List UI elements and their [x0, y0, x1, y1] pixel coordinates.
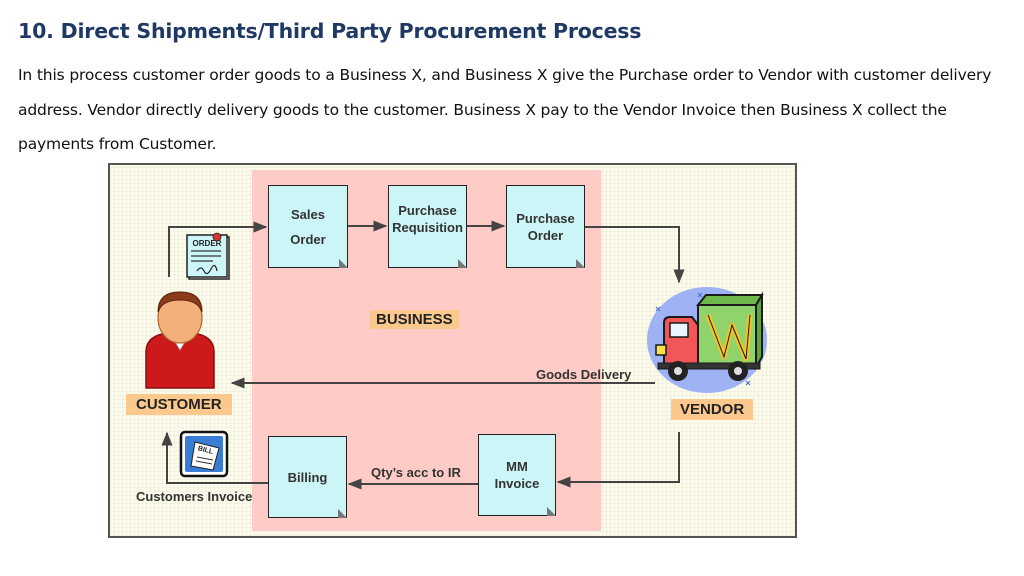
process-diagram: Sales Order Purchase Requisition Purchas…	[108, 163, 797, 538]
purchase-requisition-label: Purchase Requisition	[392, 203, 463, 235]
vendor-to-mm-invoice-arrow	[556, 432, 680, 488]
business-label: BUSINESS	[370, 310, 459, 329]
mm-invoice-label: MM Invoice	[494, 459, 540, 491]
purchase-requisition-doc: Purchase Requisition	[388, 185, 467, 268]
sales-order-label: Sales Order	[290, 206, 326, 247]
vendor-label: VENDOR	[671, 399, 754, 420]
diagram-connectors: ORDER BILL	[145, 220, 767, 490]
delivery-truck-icon	[647, 287, 767, 393]
goods-delivery-label: Goods Delivery	[536, 367, 632, 382]
bill-document-icon: BILL	[179, 430, 229, 478]
customer-label: CUSTOMER	[126, 394, 232, 415]
qty-acc-ir-label: Qty’s acc to IR	[371, 465, 461, 480]
po-to-vendor-arrow	[585, 226, 685, 284]
order-document-icon: ORDER	[186, 232, 230, 280]
sales-order-doc: Sales Order	[268, 185, 348, 268]
billing-to-customer-arrow	[161, 431, 268, 484]
mm-invoice-doc: MM Invoice	[478, 434, 556, 516]
process-description: In this process customer order goods to …	[18, 66, 992, 153]
customers-invoice-label: Customers Invoice	[136, 489, 253, 504]
purchase-order-doc: Purchase Order	[506, 185, 585, 268]
customer-person-icon	[145, 291, 215, 389]
billing-doc: Billing	[268, 436, 347, 518]
order-doc-text: ORDER	[193, 239, 222, 248]
purchase-order-label: Purchase Order	[516, 210, 575, 243]
bill-doc-text: BILL	[197, 445, 214, 456]
billing-label: Billing	[287, 469, 328, 485]
page-title: 10. Direct Shipments/Third Party Procure…	[18, 19, 642, 43]
customer-to-sales-order-arrow	[168, 221, 268, 277]
